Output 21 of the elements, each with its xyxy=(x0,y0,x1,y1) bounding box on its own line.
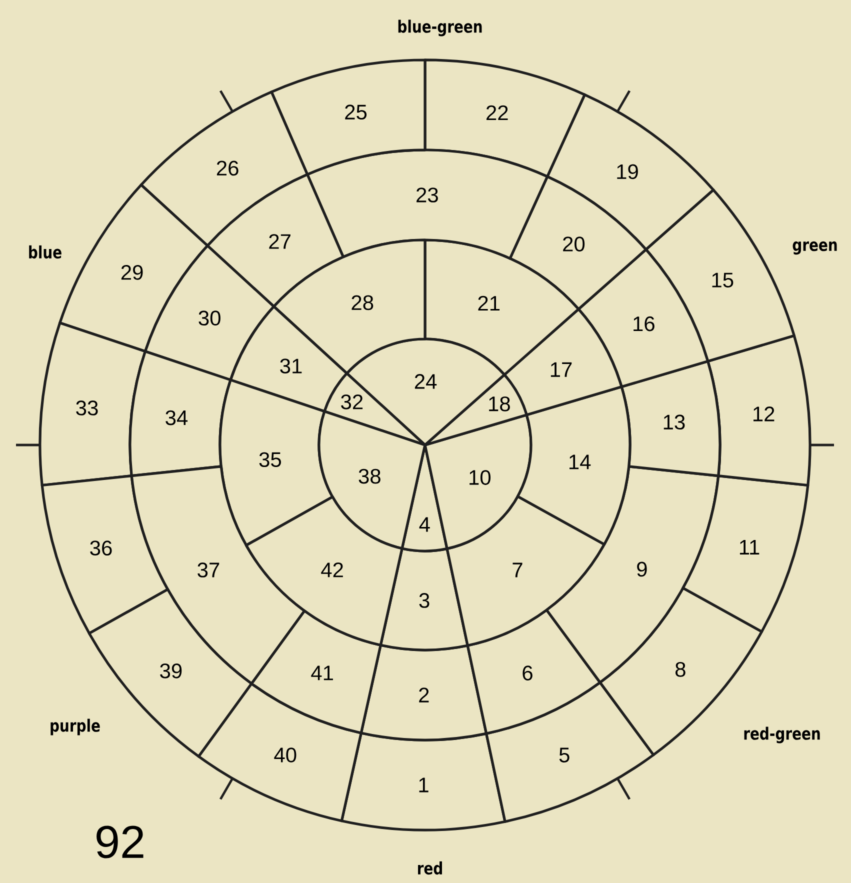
direction-label: green xyxy=(792,241,837,255)
direction-label: red xyxy=(418,861,442,875)
ring-segment: 1 xyxy=(340,732,506,832)
ring-segment: 2 xyxy=(360,644,488,742)
ring-segment: 6 xyxy=(466,608,602,735)
ring-segment: 22 xyxy=(424,58,586,178)
ring-segment: 5 xyxy=(485,681,655,823)
ring-segment: 13 xyxy=(620,360,722,478)
direction-label: blue xyxy=(29,245,62,259)
ring-segment: 40 xyxy=(197,682,362,822)
page-number: 92 xyxy=(96,826,144,858)
ring-segment: 3 xyxy=(379,547,469,652)
ring-segment: 11 xyxy=(682,474,810,633)
ring-segment: 41 xyxy=(250,610,382,734)
ring-segment: 36 xyxy=(40,474,170,635)
ring-segment: 33 xyxy=(38,322,147,487)
ring-segment: 23 xyxy=(306,148,549,260)
ring-segment: 34 xyxy=(128,350,232,478)
ring-segment: 12 xyxy=(706,334,812,487)
ring-segment: 25 xyxy=(270,58,426,176)
direction-label: blue-green xyxy=(398,20,482,36)
